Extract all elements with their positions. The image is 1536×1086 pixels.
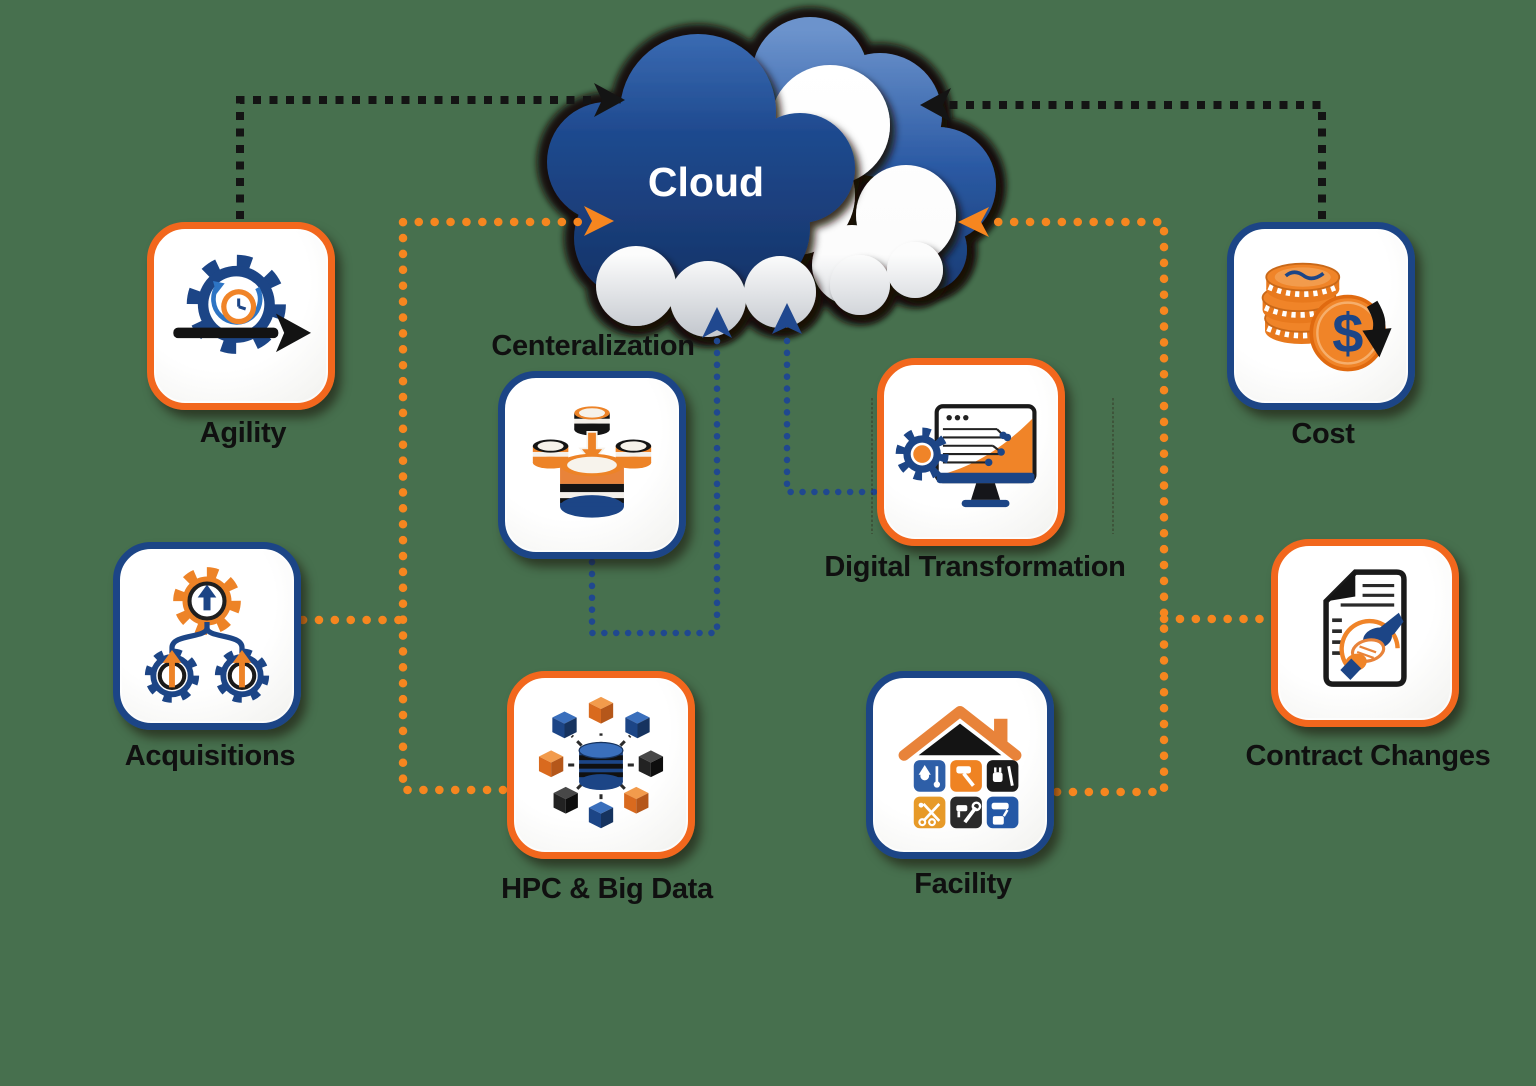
acquisitions-gears-icon bbox=[144, 567, 270, 703]
handshake bbox=[1339, 612, 1404, 681]
node-cost-label: Cost bbox=[1291, 418, 1355, 450]
node-agility-label: Agility bbox=[199, 417, 287, 449]
cloud-label: Cloud bbox=[648, 159, 764, 205]
node-cost: $ bbox=[1227, 222, 1415, 410]
node-facility-label: Facility bbox=[914, 868, 1012, 900]
hpc-central-database bbox=[578, 741, 624, 790]
coin-stack bbox=[1261, 262, 1341, 344]
facility-house-tools-icon bbox=[898, 705, 1022, 829]
node-digital-transformation bbox=[877, 358, 1065, 546]
cost-coins-icon: $ bbox=[1261, 262, 1392, 372]
node-contract-changes-label: Contract Changes bbox=[1245, 740, 1491, 772]
dollar-circle: $ bbox=[1309, 294, 1387, 372]
node-centralization-label: Centeralization bbox=[491, 330, 695, 362]
hpc-cluster-icon bbox=[538, 696, 664, 829]
node-acquisitions bbox=[113, 542, 301, 730]
acquisitions-right-gear bbox=[214, 648, 270, 703]
digital-transformation-monitor-icon bbox=[895, 404, 1037, 508]
node-hpc-big-data bbox=[507, 671, 695, 859]
contract-document-handshake-icon bbox=[1323, 569, 1407, 687]
node-digital-transformation-label: Digital Transformation bbox=[824, 551, 1126, 583]
node-centralization bbox=[498, 371, 686, 559]
node-contract-changes bbox=[1271, 539, 1459, 727]
node-acquisitions-label: Acquisitions bbox=[124, 740, 296, 772]
node-agility bbox=[147, 222, 335, 410]
down-arrow bbox=[1362, 300, 1392, 358]
centralization-databases-icon bbox=[532, 406, 652, 518]
node-hpc-big-data-label: HPC & Big Data bbox=[501, 873, 713, 905]
agility-gear-clock-icon bbox=[173, 254, 311, 354]
db-central bbox=[560, 453, 624, 518]
svg-text:$: $ bbox=[1332, 302, 1363, 365]
node-facility bbox=[866, 671, 1054, 859]
acquisitions-left-gear bbox=[144, 648, 200, 703]
